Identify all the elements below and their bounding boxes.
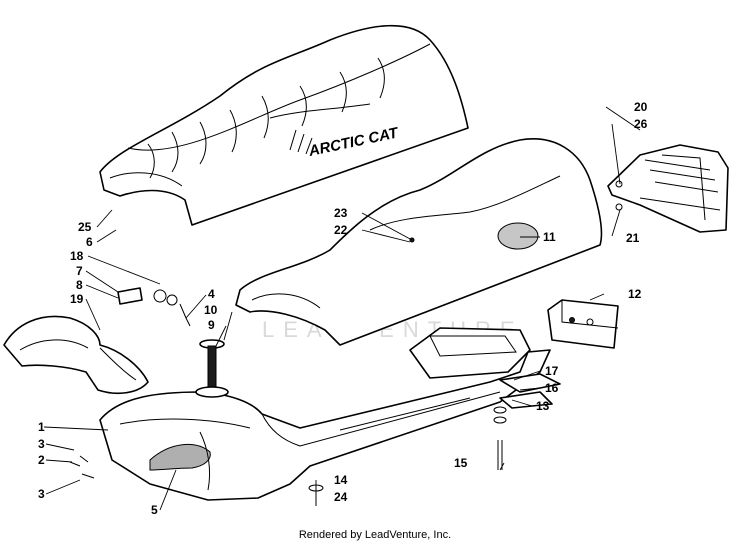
callout-22: 22 bbox=[334, 223, 348, 237]
callout-24: 24 bbox=[334, 490, 348, 504]
callout-1: 1 bbox=[38, 420, 45, 434]
footer-credit: Rendered by LeadVenture, Inc. bbox=[299, 529, 451, 541]
callout-14: 14 bbox=[334, 473, 348, 487]
callout-9: 9 bbox=[208, 318, 215, 332]
callout-18: 18 bbox=[70, 249, 84, 263]
callout-15: 15 bbox=[454, 456, 468, 470]
callout-16: 16 bbox=[545, 381, 559, 395]
callout-4: 4 bbox=[208, 287, 215, 301]
callout-2: 2 bbox=[38, 453, 45, 467]
side-panel-part bbox=[3, 315, 149, 395]
callout-23: 23 bbox=[334, 206, 348, 220]
callout-25: 25 bbox=[78, 220, 92, 234]
callout-26: 26 bbox=[634, 117, 648, 131]
hose-clamp-parts bbox=[117, 287, 191, 327]
callout-20: 20 bbox=[634, 100, 648, 114]
callout-6: 6 bbox=[86, 235, 93, 249]
spacer-block-part bbox=[547, 299, 619, 349]
seat-cover-part: ARCTIC CAT bbox=[99, 24, 469, 226]
mounting-hardware-parts bbox=[69, 373, 561, 506]
callout-8: 8 bbox=[76, 278, 83, 292]
callout-19: 19 bbox=[70, 292, 84, 306]
callout-7: 7 bbox=[76, 264, 83, 278]
seat-foam-part bbox=[235, 138, 603, 346]
callout-3-upper: 3 bbox=[38, 437, 45, 451]
callout-5: 5 bbox=[151, 503, 158, 517]
callout-12: 12 bbox=[628, 287, 642, 301]
callout-11: 11 bbox=[543, 230, 556, 244]
callout-labels: 25 6 18 7 8 19 4 10 9 1 3 2 3 5 23 22 11… bbox=[38, 100, 648, 517]
callout-17: 17 bbox=[545, 364, 559, 378]
seat-base-part bbox=[99, 327, 551, 501]
seat-bracket-part bbox=[607, 144, 729, 233]
callout-3-lower: 3 bbox=[38, 487, 45, 501]
callout-13: 13 bbox=[536, 399, 550, 413]
leader-lines bbox=[43, 106, 641, 511]
callout-10: 10 bbox=[204, 303, 218, 317]
callout-21: 21 bbox=[626, 231, 640, 245]
